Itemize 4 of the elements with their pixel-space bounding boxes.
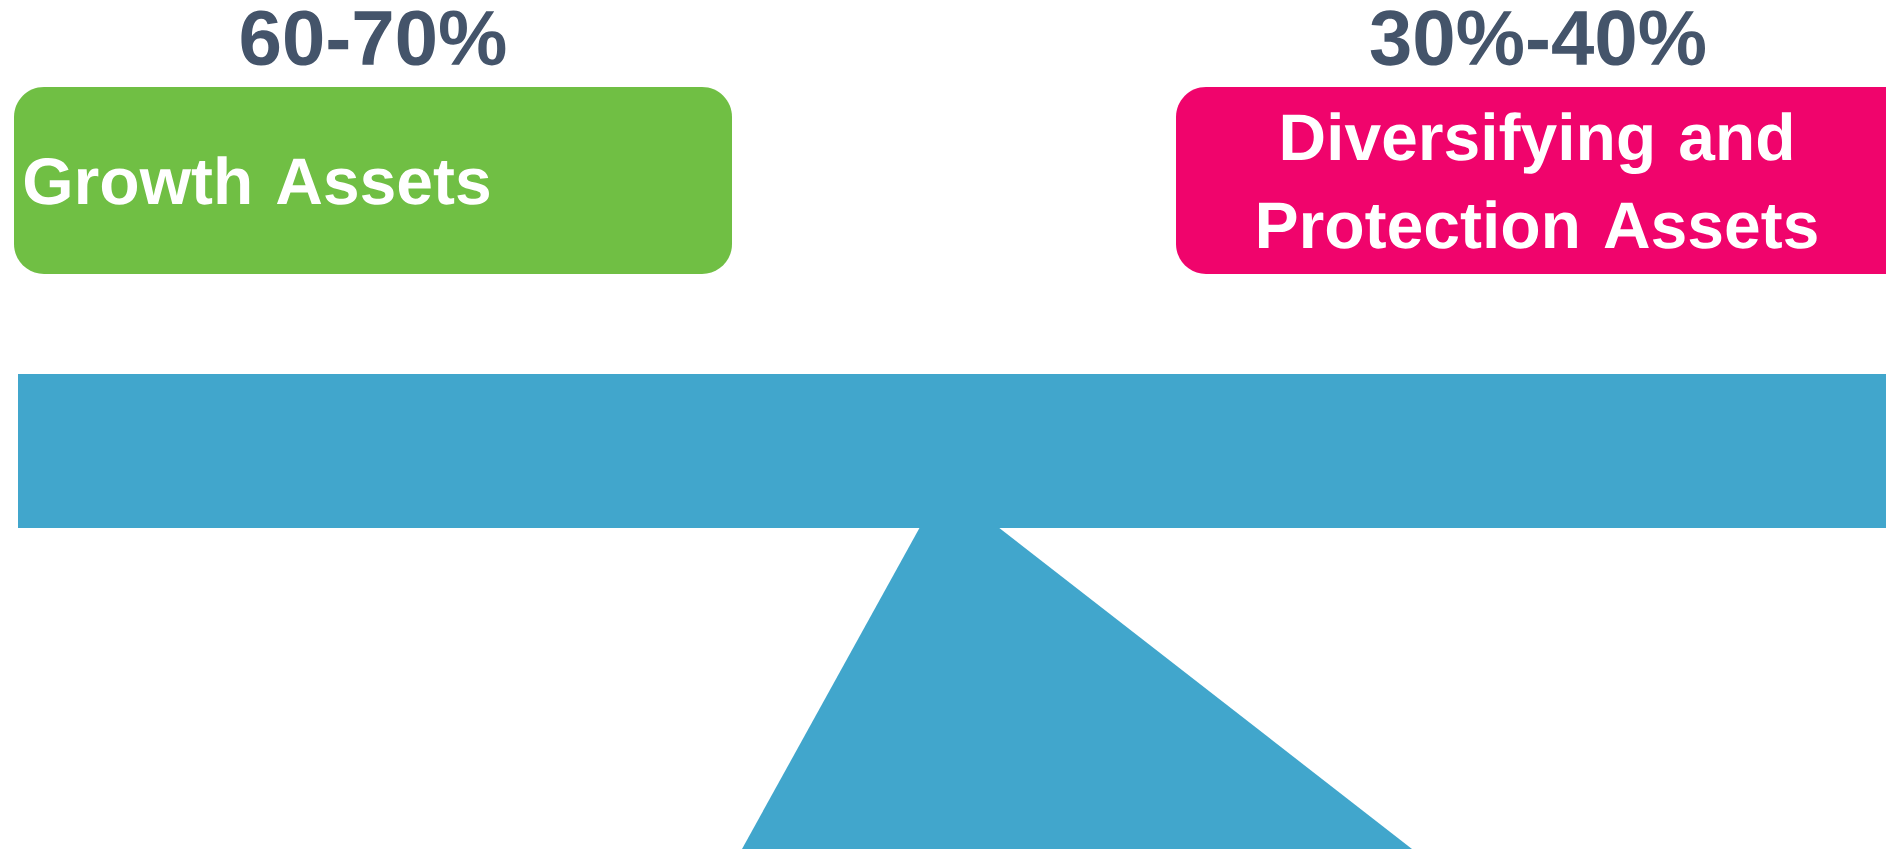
asset-box: Diversifying and Protection Assets <box>1176 87 1886 274</box>
percentage-label: 60-70% <box>241 10 506 66</box>
asset-box: Growth Assets <box>14 87 732 274</box>
percentage-label: 30%-40% <box>1370 10 1705 66</box>
